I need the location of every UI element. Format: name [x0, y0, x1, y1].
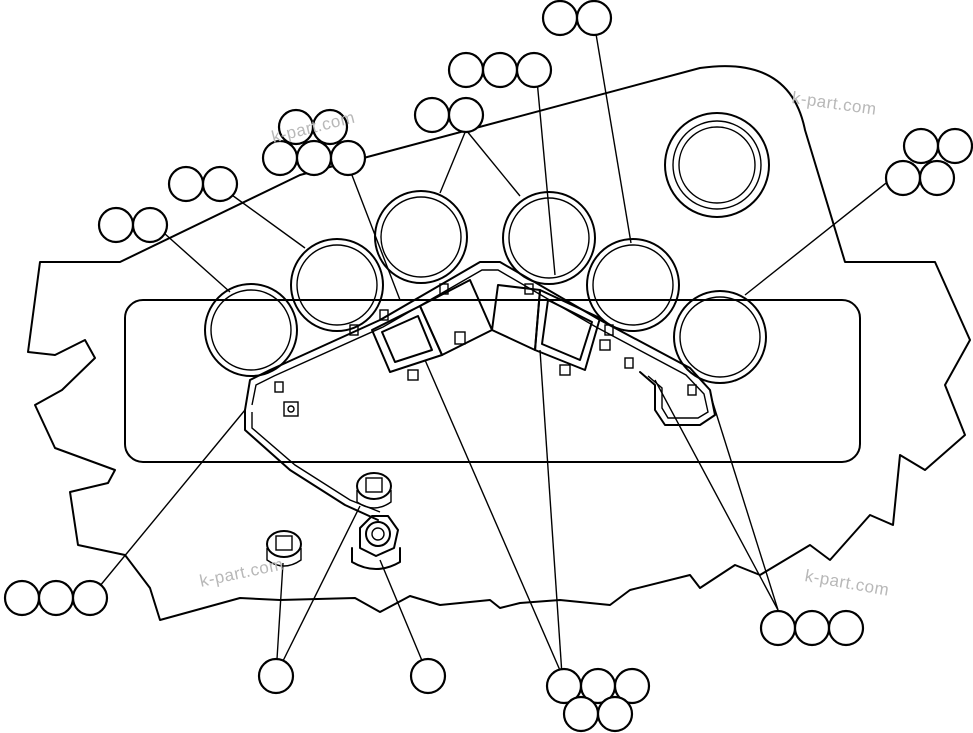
plug-center: [356, 472, 392, 509]
callout-bubble[interactable]: [902, 127, 940, 165]
hose-fitting: [351, 515, 401, 570]
square-bolt: [283, 401, 299, 417]
callout-bubble[interactable]: [515, 51, 553, 89]
tube-fittings: [274, 283, 697, 396]
callout-bubble[interactable]: [918, 159, 956, 197]
gauge-6: [673, 290, 767, 384]
callout-bubble[interactable]: [613, 667, 651, 705]
callout-bubble[interactable]: [827, 609, 865, 647]
callout-bubble[interactable]: [793, 609, 831, 647]
inner-plate: [124, 299, 861, 463]
gauge-row: [204, 190, 767, 384]
callout-bubble[interactable]: [201, 165, 239, 203]
callout-bubble[interactable]: [295, 139, 333, 177]
valve-block-right: [491, 284, 611, 376]
callout-bubble[interactable]: [447, 51, 485, 89]
plug-left: [266, 530, 302, 567]
gauge-3: [374, 190, 468, 284]
callout-bubble[interactable]: [131, 206, 169, 244]
callout-bubble[interactable]: [37, 579, 75, 617]
round-port-outer: [664, 112, 770, 218]
callout-bubbles: [3, 0, 973, 733]
round-port-core: [678, 126, 756, 204]
callout-bubble[interactable]: [257, 657, 295, 695]
callout-bubble[interactable]: [759, 609, 797, 647]
callout-bubble[interactable]: [167, 165, 205, 203]
gauge-2: [290, 238, 384, 332]
valve-block-left: [371, 279, 493, 381]
leader-lines: [89, 27, 901, 676]
callout-bubble[interactable]: [562, 695, 600, 733]
callout-bubble[interactable]: [447, 96, 485, 134]
round-port-inner: [672, 120, 762, 210]
callout-bubble[interactable]: [884, 159, 922, 197]
callout-bubble[interactable]: [409, 657, 447, 695]
callout-bubble[interactable]: [936, 127, 973, 165]
callout-bubble[interactable]: [541, 0, 579, 37]
frame-outline: [27, 65, 971, 621]
callout-bubble[interactable]: [3, 579, 41, 617]
callout-bubble[interactable]: [575, 0, 613, 37]
gauge-4: [502, 191, 596, 285]
callout-bubble[interactable]: [413, 96, 451, 134]
callout-bubble[interactable]: [97, 206, 135, 244]
gauge-5: [586, 238, 680, 332]
callout-bubble[interactable]: [311, 108, 349, 146]
callout-bubble[interactable]: [481, 51, 519, 89]
callout-bubble[interactable]: [71, 579, 109, 617]
callout-bubble[interactable]: [329, 139, 367, 177]
gauge-1: [204, 283, 298, 377]
callout-bubble[interactable]: [596, 695, 634, 733]
